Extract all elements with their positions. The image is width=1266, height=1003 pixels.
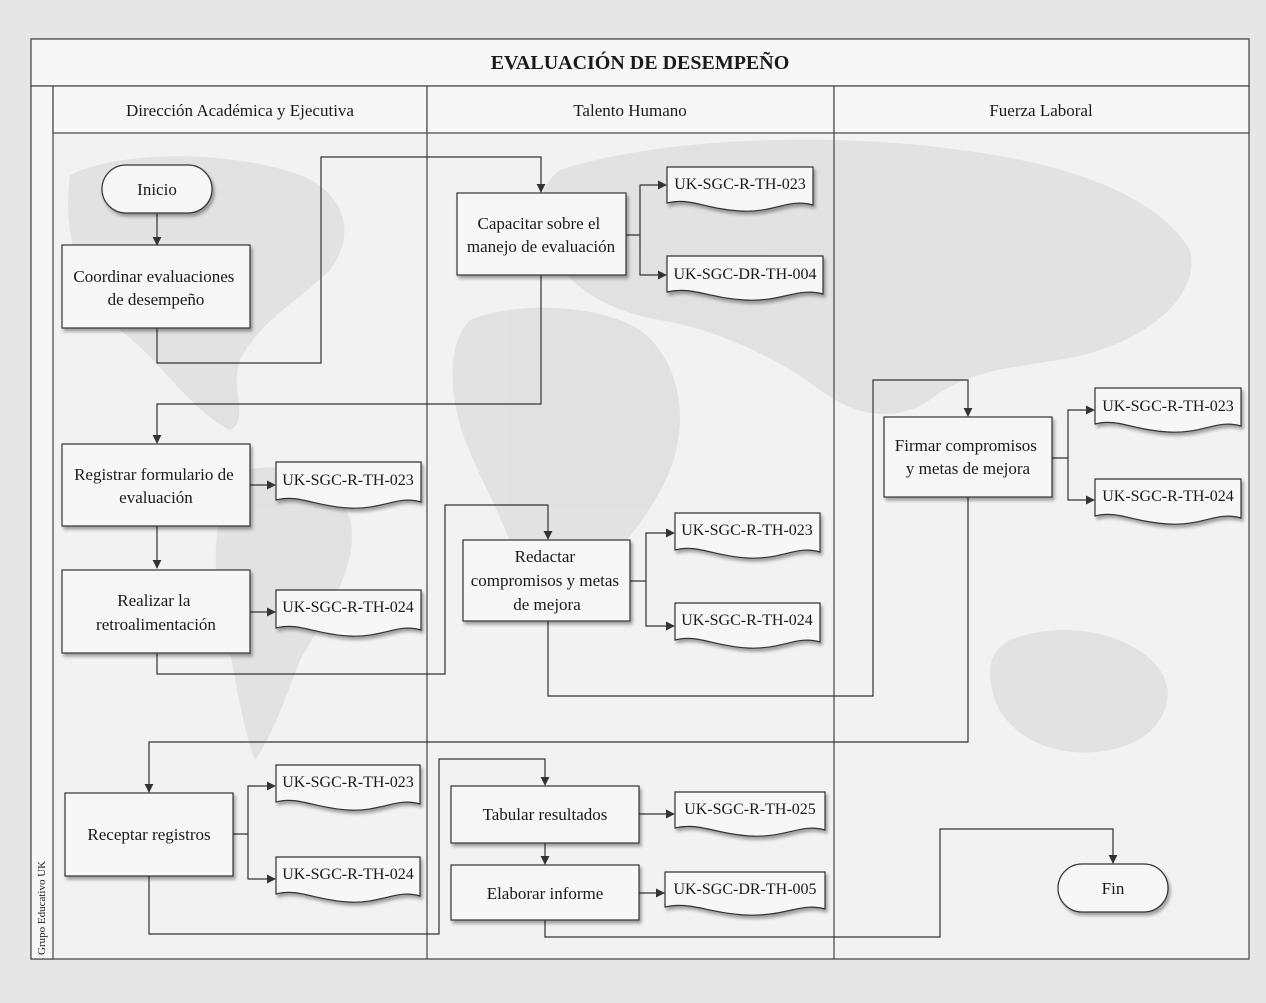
process-capacitar: Capacitar sobre el manejo de evaluación — [456, 192, 627, 276]
connector-redactar-doc2 — [645, 581, 675, 631]
process-redactar: Redactar compromisos y metas de mejora — [462, 539, 631, 622]
lane-label-fuerza: Fuerza Laboral — [989, 101, 1093, 120]
process-realizar-line-1: Realizar la — [117, 591, 191, 610]
process-capacitar-line-1: Capacitar sobre el — [478, 214, 601, 233]
connector-firmar-doc1 — [1052, 405, 1095, 459]
connector-capacitar-registrar — [152, 275, 542, 444]
svg-text:Redactar compromisos y m: Redactar compromisos y metas de mejora — [471, 547, 624, 614]
document-redactar-1: UK-SGC-R-TH-023 — [674, 512, 821, 559]
connector-coordinar-capacitar — [156, 156, 546, 364]
process-capacitar-line-2: manejo de evaluación — [467, 237, 616, 256]
lane-header-direccion — [52, 85, 428, 134]
lane-label-talento: Talento Humano — [573, 101, 687, 120]
process-receptar-line-1: Receptar registros — [87, 825, 210, 844]
svg-text:Registrar formulario de: Registrar formulario de evaluación — [74, 465, 238, 507]
lane-header-talento — [426, 85, 835, 134]
connector-firmar-doc2 — [1067, 458, 1095, 505]
connector-redactar-firmar — [547, 379, 973, 697]
document-redactar-2: UK-SGC-R-TH-024 — [674, 602, 821, 649]
document-receptar-2-label: UK-SGC-R-TH-024 — [282, 866, 414, 883]
process-redactar-line-2: compromisos y metas — [471, 571, 619, 590]
process-redactar-line-1: Redactar — [515, 547, 576, 566]
process-tabular: Tabular resultados — [450, 785, 640, 844]
document-receptar-1-label: UK-SGC-R-TH-023 — [282, 774, 414, 791]
connector-receptar-doc2 — [247, 834, 276, 884]
connector-receptar-tabular — [148, 758, 550, 935]
connector-realizar-redactar — [156, 504, 553, 675]
document-capacitar-2-label: UK-SGC-DR-TH-004 — [673, 266, 816, 283]
connector-receptar-doc1 — [233, 781, 276, 835]
lane-label-direccion: Dirección Académica y Ejecutiva — [126, 101, 354, 120]
connector-firmar-receptar — [144, 497, 969, 793]
pool-label: Grupo Educativo UK — [36, 861, 48, 955]
document-realizar: UK-SGC-R-TH-024 — [275, 589, 422, 637]
process-tabular-line-1: Tabular resultados — [483, 805, 608, 824]
document-capacitar-1-label: UK-SGC-R-TH-023 — [674, 176, 806, 193]
document-firmar-1-label: UK-SGC-R-TH-023 — [1102, 398, 1234, 415]
document-elaborar: UK-SGC-DR-TH-005 — [664, 871, 826, 916]
process-elaborar-line-1: Elaborar informe — [487, 884, 604, 903]
pool-label-column — [30, 85, 54, 960]
terminator-fin-label: Fin — [1102, 879, 1125, 898]
document-receptar-2: UK-SGC-R-TH-024 — [275, 856, 421, 903]
process-realizar: Realizar la retroalimentación — [61, 569, 251, 654]
process-coordinar-line-2: de desempeño — [108, 290, 205, 309]
svg-text:Capacitar sobre el manej: Capacitar sobre el manejo de evaluación — [467, 214, 616, 256]
process-registrar-line-1: Registrar formulario de — [74, 465, 234, 484]
document-tabular-label: UK-SGC-R-TH-025 — [684, 801, 816, 818]
process-registrar-line-2: evaluación — [119, 488, 193, 507]
svg-text:Coordinar evaluaciones d: Coordinar evaluaciones de desempeño — [73, 267, 238, 309]
process-firmar-line-1: Firmar compromisos — [895, 436, 1037, 455]
process-redactar-line-3: de mejora — [513, 595, 581, 614]
document-registrar: UK-SGC-R-TH-023 — [275, 461, 422, 509]
document-elaborar-label: UK-SGC-DR-TH-005 — [673, 881, 816, 898]
lane-header-fuerza — [833, 85, 1250, 134]
document-firmar-1: UK-SGC-R-TH-023 — [1094, 387, 1242, 433]
process-receptar: Receptar registros — [64, 792, 234, 877]
process-elaborar: Elaborar informe — [450, 864, 640, 921]
document-firmar-2-label: UK-SGC-R-TH-024 — [1102, 488, 1234, 505]
process-realizar-line-2: retroalimentación — [96, 615, 216, 634]
process-registrar: Registrar formulario de evaluación — [61, 443, 251, 527]
process-coordinar: Coordinar evaluaciones de desempeño — [61, 244, 251, 329]
process-firmar-line-2: y metas de mejora — [906, 459, 1031, 478]
process-coordinar-line-1: Coordinar evaluaciones — [73, 267, 234, 286]
document-redactar-2-label: UK-SGC-R-TH-024 — [681, 612, 813, 629]
document-receptar-1: UK-SGC-R-TH-023 — [275, 764, 421, 811]
document-capacitar-1: UK-SGC-R-TH-023 — [666, 166, 814, 212]
document-redactar-1-label: UK-SGC-R-TH-023 — [681, 522, 813, 539]
terminator-inicio: Inicio — [101, 164, 213, 214]
connector-elaborar-fin — [544, 828, 1118, 938]
process-firmar: Firmar compromisos y metas de mejora — [883, 416, 1053, 498]
document-registrar-label: UK-SGC-R-TH-023 — [282, 472, 414, 489]
connectors — [144, 156, 1118, 938]
svg-text:Firmar compromisos y met: Firmar compromisos y metas de mejora — [895, 436, 1041, 478]
terminator-inicio-label: Inicio — [137, 180, 177, 199]
connector-capacitar-doc2 — [639, 235, 667, 280]
title-bar — [30, 38, 1250, 87]
svg-text:Realizar la retroaliment: Realizar la retroalimentación — [96, 591, 216, 634]
document-tabular: UK-SGC-R-TH-025 — [674, 791, 826, 837]
terminator-fin: Fin — [1057, 863, 1169, 913]
document-firmar-2: UK-SGC-R-TH-024 — [1094, 478, 1242, 525]
document-realizar-label: UK-SGC-R-TH-024 — [282, 599, 414, 616]
diagram-title: EVALUACIÓN DE DESEMPEÑO — [491, 50, 790, 74]
connector-capacitar-doc1 — [626, 180, 667, 236]
connector-redactar-doc1 — [630, 528, 675, 582]
document-capacitar-2: UK-SGC-DR-TH-004 — [666, 255, 824, 301]
